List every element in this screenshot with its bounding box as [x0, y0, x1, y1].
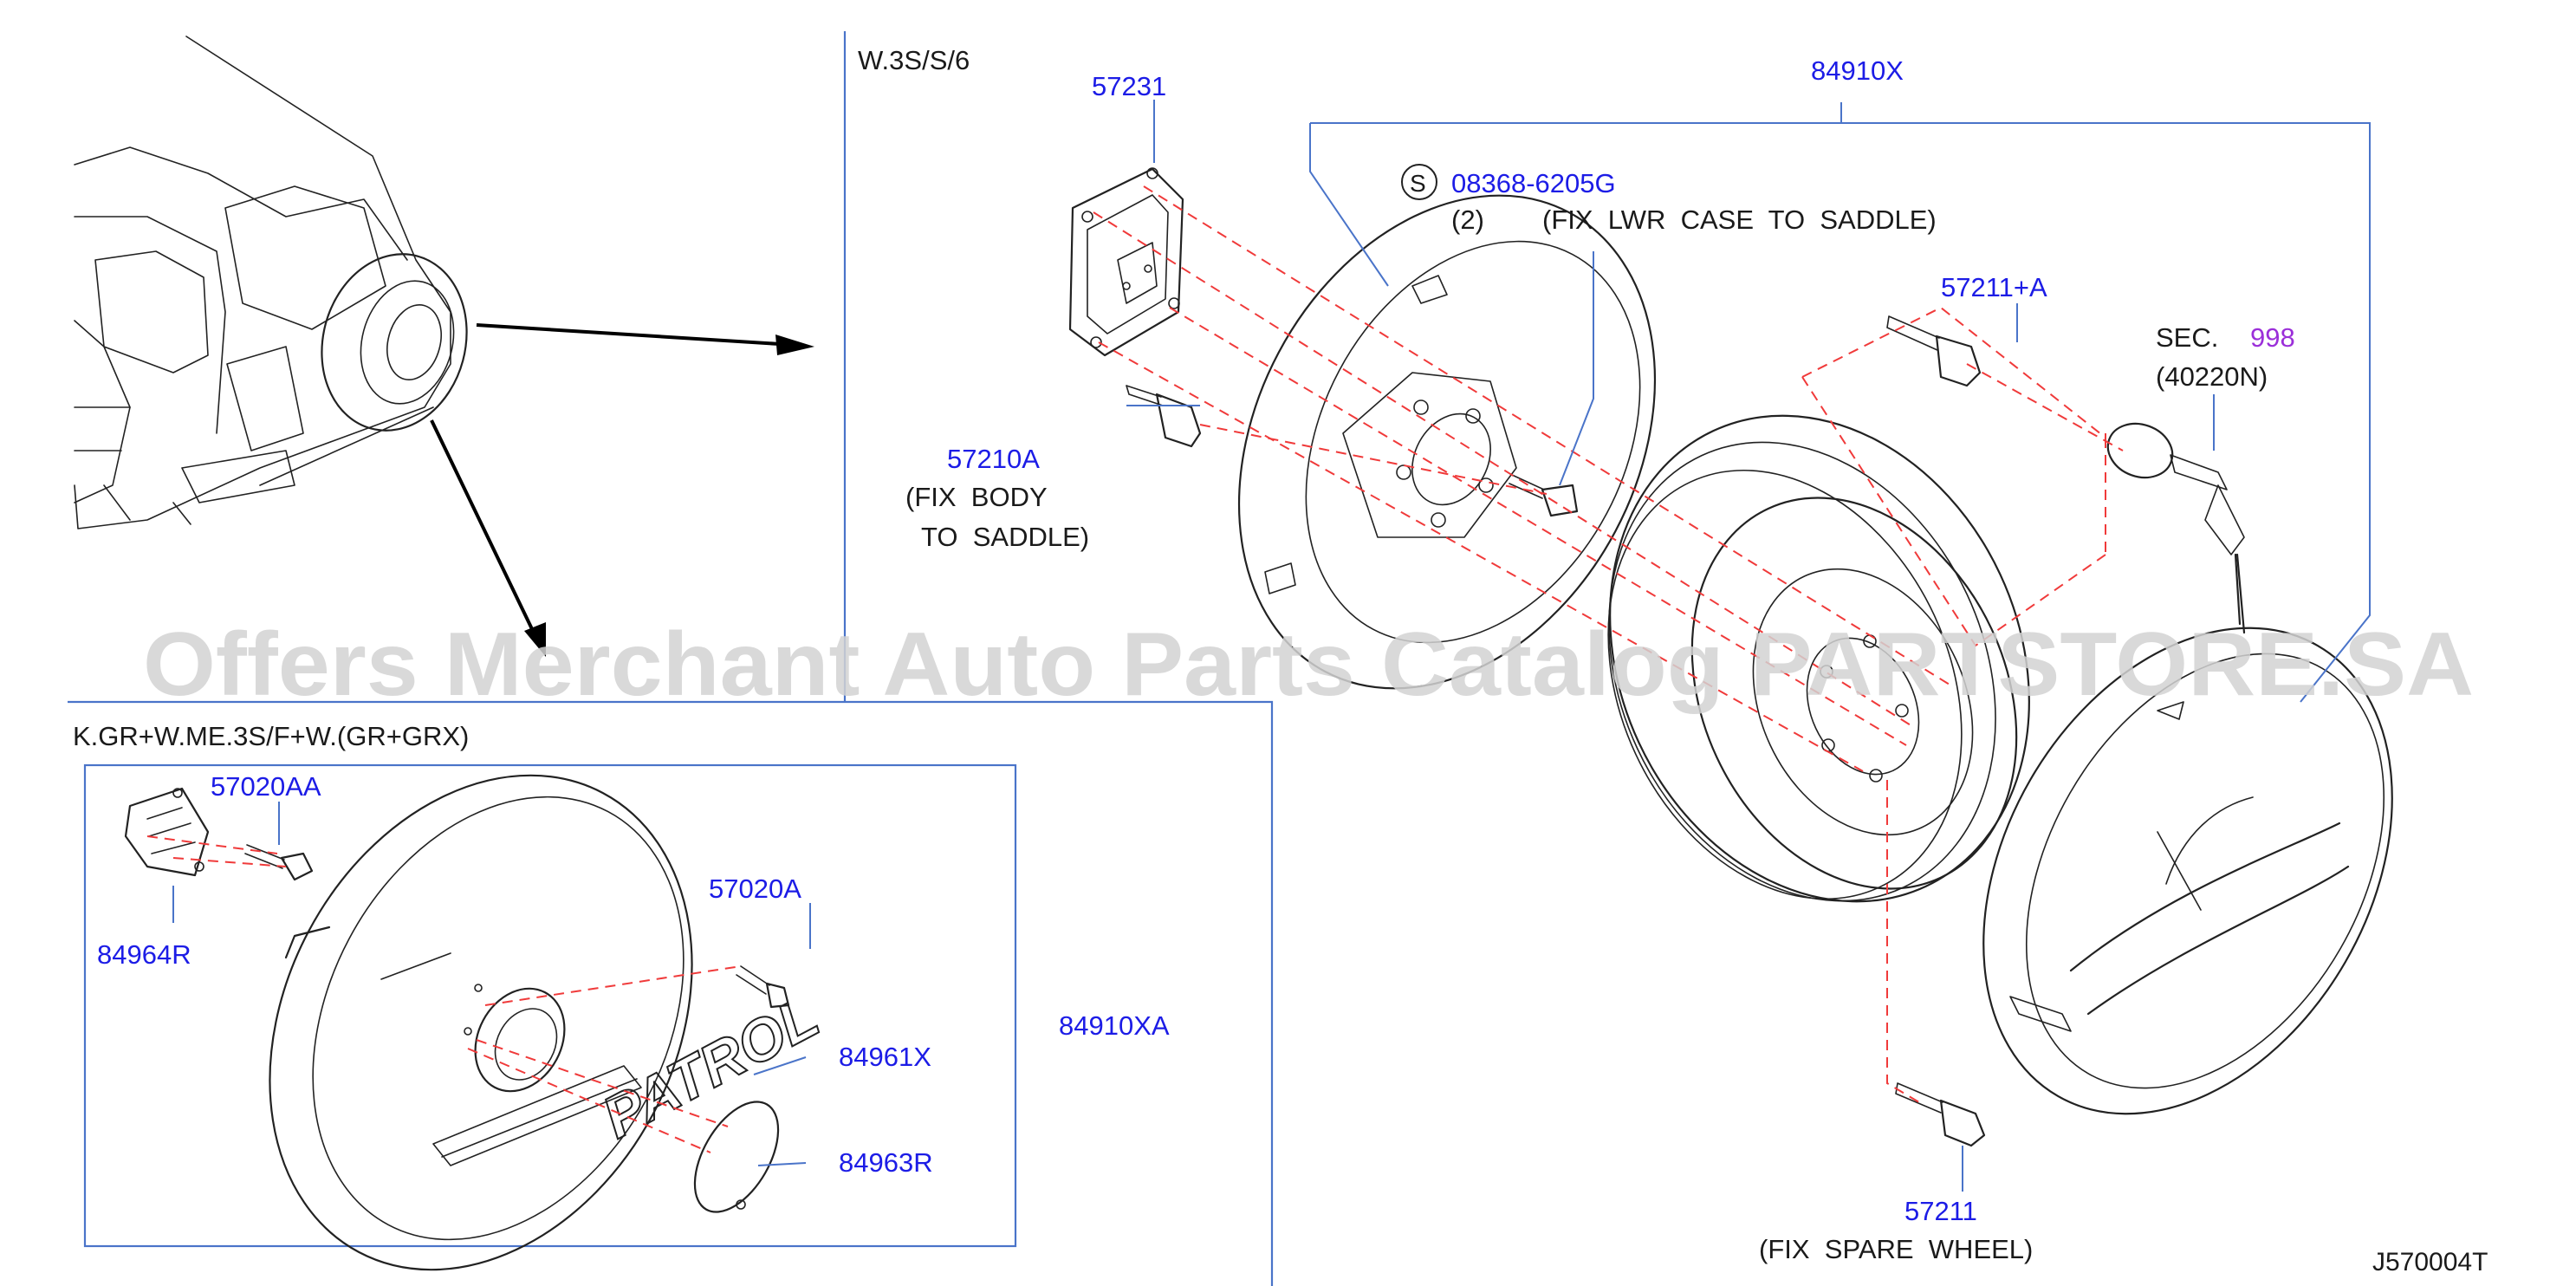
variant-label-upper: W.3S/S/6 [858, 45, 970, 75]
part-08368-6205G[interactable]: 08368-6205G [1451, 168, 1616, 198]
callout-arrows [430, 323, 814, 657]
variant-label-lower: K.GR+W.ME.3S/F+W.(GR+GRX) [73, 721, 469, 751]
part-57210A[interactable]: 57210A [947, 444, 1040, 474]
bracket-84964R [124, 787, 210, 877]
part-84961X[interactable]: 84961X [839, 1042, 931, 1072]
part-57020A[interactable]: 57020A [709, 874, 801, 904]
part-84910XA[interactable]: 84910XA [1059, 1010, 1170, 1041]
qty-label: (2) [1451, 205, 1484, 235]
part-57231[interactable]: 57231 [1092, 71, 1166, 101]
part-57020AA[interactable]: 57020AA [211, 771, 321, 802]
section-frames [68, 31, 1274, 1286]
part-84964R[interactable]: 84964R [97, 939, 191, 970]
s-marker: S [1410, 170, 1426, 197]
assembly-guide-lines [1093, 185, 2124, 1106]
cap-84963R [693, 1101, 780, 1213]
bolt-57210A [1126, 385, 1202, 448]
part-57211A[interactable]: 57211+A [1941, 272, 2047, 302]
saddle-bracket-57231 [1068, 167, 1184, 357]
key-cylinder-40220N [2106, 422, 2246, 634]
section-link-998[interactable]: 998 [2250, 322, 2295, 353]
part-84963R[interactable]: 84963R [839, 1147, 933, 1178]
labels: W.3S/S/6 K.GR+W.ME.3S/F+W.(GR+GRX) 84910… [73, 45, 2488, 1276]
note-fix-spare-wheel: (FIX SPARE WHEEL) [1759, 1234, 2033, 1264]
bolt-08368-6205G [1509, 474, 1579, 517]
vehicle-thumbnail [74, 36, 468, 529]
note-fix-body-2: TO SADDLE) [921, 522, 1089, 552]
leader-lines [172, 100, 2371, 1192]
bolt-57020A [736, 965, 790, 1009]
bolt-57211 [1895, 1082, 1986, 1147]
wheel-cover-upper [1982, 627, 2393, 1115]
s-marker-circle [1401, 164, 1437, 200]
spare-tire [1607, 414, 2030, 903]
sec-label: SEC. [2156, 322, 2218, 353]
note-fix-lwr-case: (FIX LWR CASE TO SADDLE) [1542, 205, 1937, 235]
part-40220N: (40220N) [2156, 361, 2268, 392]
wheel-cover-lower [269, 774, 693, 1271]
emblem-patrol-text: PATROL [592, 984, 829, 1152]
lock-nut-57211A [1886, 315, 1982, 387]
diagram-code: J570004T [2372, 1248, 2488, 1276]
spare-wheel-carrier [1237, 194, 1657, 690]
bolt-57020AA [244, 844, 314, 881]
part-84910X[interactable]: 84910X [1811, 55, 1904, 86]
watermark: Offers Merchant Auto Parts Catalog PARTS… [143, 614, 2474, 715]
emblem-84961X: PATROL [591, 983, 830, 1153]
part-57211[interactable]: 57211 [1904, 1196, 1977, 1226]
inset-guide-lines [146, 835, 742, 1153]
note-fix-body-1: (FIX BODY [905, 482, 1048, 512]
